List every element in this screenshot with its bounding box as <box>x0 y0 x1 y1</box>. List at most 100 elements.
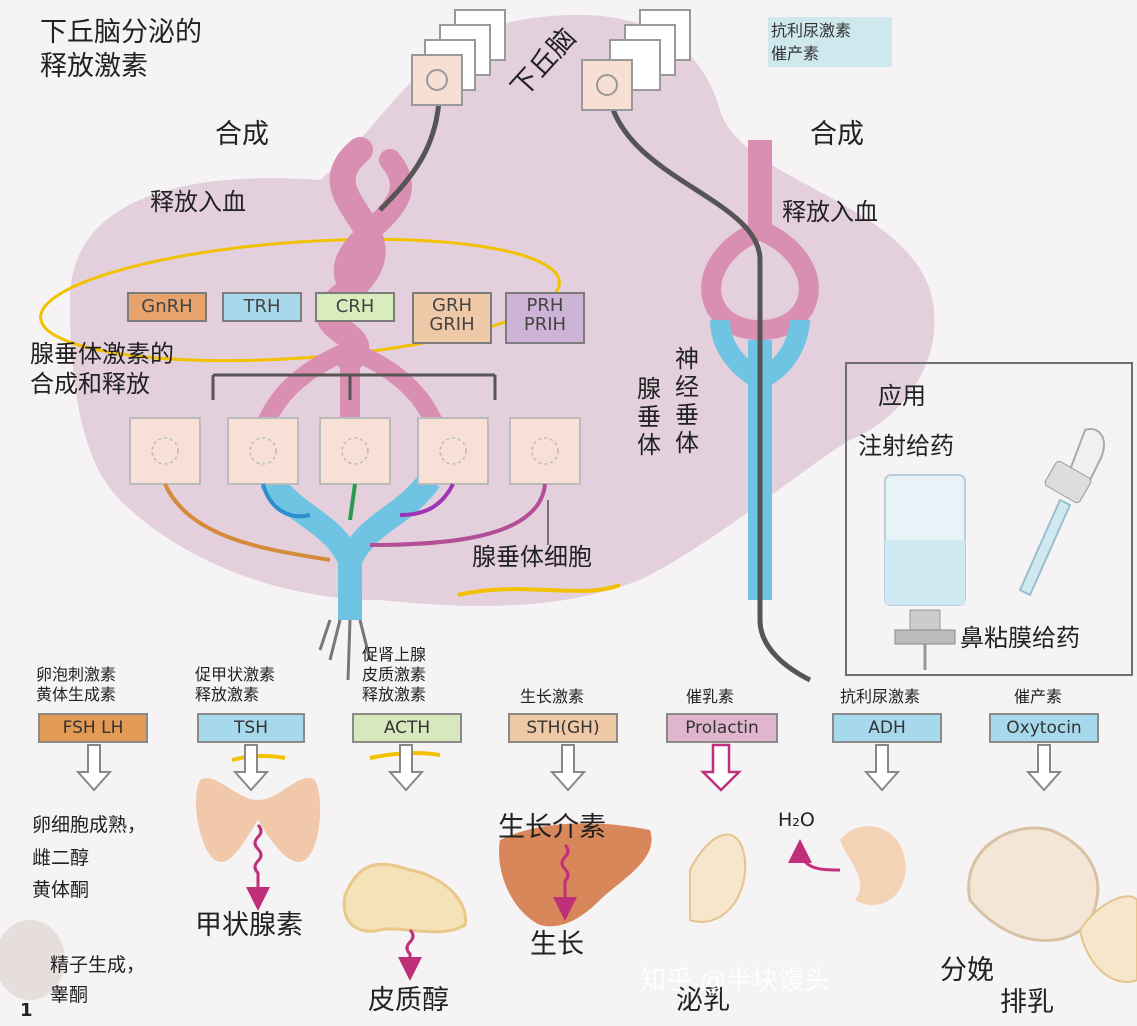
axon-right <box>607 99 812 683</box>
neuron-stack-left <box>411 9 506 106</box>
injection-label: 注射给药 <box>858 432 954 460</box>
thyroid-signal <box>246 823 270 911</box>
neurohypophysis-char-4: 体 <box>675 429 699 457</box>
portal-vessel-upper-2 <box>333 149 412 311</box>
label-acth: ACTH <box>352 713 462 743</box>
highlight-underline-2 <box>231 753 286 762</box>
box-crh: CRH <box>315 292 395 322</box>
hormone-name-adh: 抗利尿激素 <box>840 687 921 706</box>
label-prolactin: Prolactin <box>666 713 778 743</box>
label-tsh: TSH <box>197 713 305 743</box>
effect-somatomedin: 生长介素 <box>498 812 606 843</box>
nasal-label: 鼻粘膜给药 <box>960 624 1080 652</box>
effect-growth: 生长 <box>530 929 584 960</box>
testis-shape <box>0 920 65 1000</box>
neuron-stack-right <box>581 9 691 111</box>
box-grh-grih: GRH GRIH <box>412 292 492 344</box>
neurohypophysis-char-2: 经 <box>675 373 699 401</box>
adenohypophysis-char-3: 体 <box>637 431 661 459</box>
title-line-1: 下丘脑分泌的 <box>40 17 202 48</box>
hormone-name-fsh-line-1: 卵泡刺激素 <box>36 665 117 684</box>
label-oxytocin: Oxytocin <box>989 713 1099 743</box>
title-line-2: 释放激素 <box>40 51 148 82</box>
highlight-ellipse <box>39 237 561 363</box>
adenohypophysis-char-2: 垂 <box>637 403 661 431</box>
application-panel <box>845 362 1133 676</box>
watermark: 知乎 @半块馒头 <box>640 966 831 996</box>
release-label-left: 释放入血 <box>150 188 246 216</box>
hormone-name-tsh-line-2: 释放激素 <box>195 685 260 704</box>
legend-oxytocin: 催产素 <box>771 44 820 63</box>
anterior-caption-line-2: 合成和释放 <box>30 370 150 398</box>
effect-cortisol: 皮质醇 <box>368 985 449 1016</box>
figure-number: 1 <box>20 1000 33 1021</box>
hormone-name-oxytocin: 催产素 <box>1014 687 1063 706</box>
liver-shape <box>499 823 652 927</box>
hormone-name-tsh: 促甲状激素 释放激素 <box>195 665 275 705</box>
cortisol-signal <box>398 928 422 981</box>
effect-delivery: 分娩 <box>940 955 994 986</box>
hormone-name-tsh-line-1: 促甲状激素 <box>195 665 276 684</box>
posterior-hormones-legend: 抗利尿激素 催产素 <box>768 17 892 67</box>
synthesis-label-left: 合成 <box>215 119 269 150</box>
effect-milk-ejection: 排乳 <box>1000 987 1054 1018</box>
hormone-name-gh: 生长激素 <box>520 687 585 706</box>
legend-adh: 抗利尿激素 <box>771 21 852 40</box>
anterior-caption-line-1: 腺垂体激素的 <box>30 340 174 368</box>
output-arrows <box>318 619 372 681</box>
synthesis-label-right: 合成 <box>810 119 864 150</box>
label-adh: ADH <box>832 713 942 743</box>
adenohypophysis-label: 腺 垂 体 <box>636 375 662 459</box>
gnrh-arrow <box>163 483 331 562</box>
pituitary-cells-label: 腺垂体细胞 <box>472 543 592 571</box>
prh-arrow <box>369 483 547 547</box>
adrenal-shape <box>342 862 467 934</box>
breast-shape-right <box>1078 895 1137 983</box>
neurohypophysis-label: 神 经 垂 体 <box>674 345 700 457</box>
effect-water: H₂O <box>778 809 815 831</box>
adenohypophysis-char-1: 腺 <box>637 375 661 403</box>
label-gh: STH(GH) <box>508 713 618 743</box>
growth-signal <box>553 843 577 921</box>
kidney-shape <box>840 826 906 906</box>
effect-fsh-line-1: 卵细胞成熟， <box>32 814 147 836</box>
breast-shape-left <box>689 833 747 923</box>
hormone-name-fsh-line-2: 黄体生成素 <box>36 685 117 704</box>
thyroid-shape <box>195 777 321 862</box>
effect-fsh-line-4: 精子生成， <box>50 954 146 976</box>
effect-thyroid: 甲状腺素 <box>195 910 303 941</box>
hormone-name-acth: 促肾上腺 皮质激素 释放激素 <box>362 645 426 705</box>
highlight-underline-1 <box>457 583 621 597</box>
dropper-illustration <box>1018 428 1105 597</box>
label-fsh-lh: FSH LH <box>38 713 148 743</box>
prolactin-arrow <box>699 743 743 792</box>
neurohypophysis-char-1: 神 <box>675 345 699 373</box>
uterus-shape <box>967 826 1100 942</box>
release-label-right: 释放入血 <box>782 198 878 226</box>
hollow-arrows <box>75 744 1063 792</box>
hormone-name-fsh: 卵泡刺激素 黄体生成素 <box>36 665 116 705</box>
hormone-name-acth-line-3: 释放激素 <box>362 685 427 704</box>
grh-arrow <box>399 483 455 517</box>
effect-fsh-line-5: 睾酮 <box>50 984 89 1006</box>
box-gnrh: GnRH <box>127 292 207 322</box>
collector-vein <box>260 472 440 620</box>
box-trh: TRH <box>222 292 302 322</box>
application-title: 应用 <box>878 382 926 410</box>
effect-fsh-line-3: 黄体酮 <box>32 879 90 901</box>
box-prh-prih: PRH PRIH <box>505 292 585 344</box>
crh-arrow <box>348 483 357 521</box>
pituitary-cells <box>129 417 581 485</box>
water-signal <box>788 839 841 872</box>
neurohypophysis-char-3: 垂 <box>675 401 699 429</box>
iv-bag-illustration <box>884 474 966 670</box>
hormone-name-prolactin: 催乳素 <box>686 687 735 706</box>
trh-arrow <box>261 483 311 519</box>
hormone-name-acth-line-2: 皮质激素 <box>362 665 427 684</box>
effect-lactation: 泌乳 <box>676 985 730 1016</box>
effect-fsh-line-2: 雌二醇 <box>32 847 90 869</box>
hormone-name-acth-line-1: 促肾上腺 <box>362 645 427 664</box>
distribution-bracket <box>211 373 497 400</box>
